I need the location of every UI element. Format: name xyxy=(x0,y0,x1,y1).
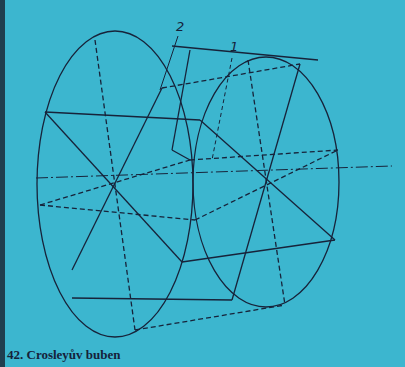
left-disc xyxy=(37,31,193,337)
blade-edge xyxy=(72,298,232,300)
hidden-line xyxy=(195,150,338,220)
blade-edge xyxy=(172,46,318,60)
blade-line xyxy=(200,120,335,240)
hidden-line xyxy=(40,205,195,220)
hidden-line xyxy=(162,64,300,88)
hidden-line xyxy=(135,305,285,330)
blade-edge xyxy=(182,240,335,262)
hidden-line xyxy=(190,150,338,160)
hidden-line xyxy=(95,40,135,330)
blade-edge xyxy=(45,112,200,120)
callout-number: 2 xyxy=(176,20,184,33)
callout-number: 1 xyxy=(230,40,238,53)
figure-caption: 42. Crosleyův buben xyxy=(7,348,121,361)
hidden-line xyxy=(248,60,285,305)
blade-edge xyxy=(172,150,190,160)
hidden-line xyxy=(40,160,190,205)
leader-line xyxy=(160,36,178,90)
leader-line xyxy=(212,58,232,160)
page-edge xyxy=(0,0,5,367)
right-disc xyxy=(193,57,339,307)
blade-edge xyxy=(172,50,190,150)
